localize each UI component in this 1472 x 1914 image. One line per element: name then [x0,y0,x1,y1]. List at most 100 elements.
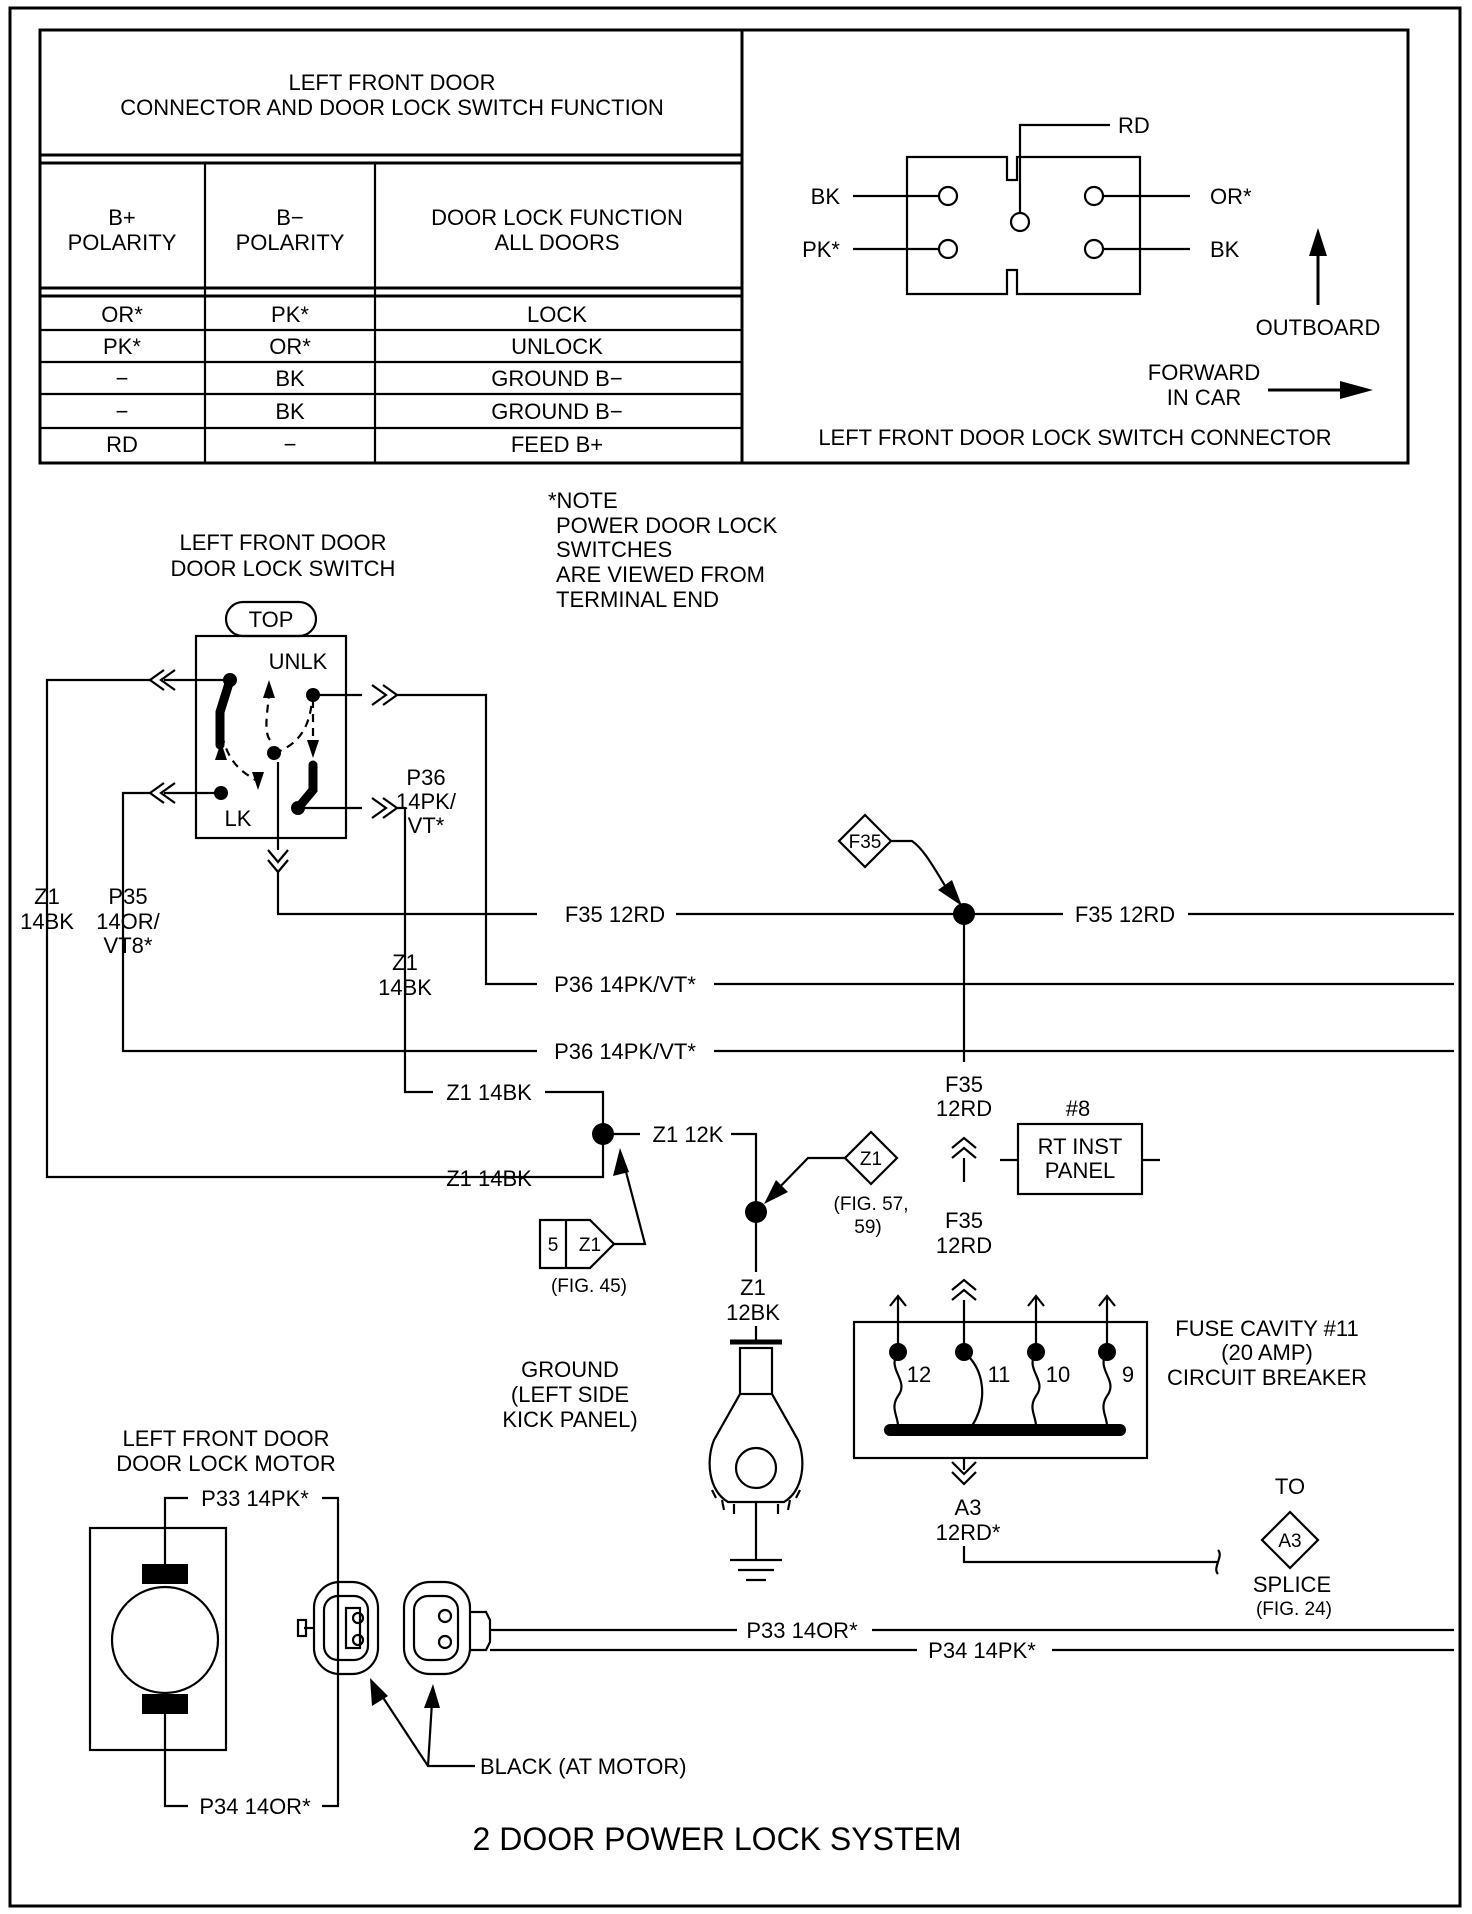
forward-label-line2: IN CAR [1167,385,1242,410]
z1-fig-line1: (FIG. 57, [834,1194,909,1215]
connector-caption: LEFT FRONT DOOR LOCK SWITCH CONNECTOR [818,425,1331,450]
z1-mid-line1: Z1 [392,950,418,975]
table-cell: OR* [269,334,311,359]
f35-v2-line1: F35 [945,1208,983,1233]
header-bminus-line2: POLARITY [236,230,345,255]
rt-inst-panel: #8 RT INST PANEL [1000,1096,1160,1196]
a3-output: A3 12RD* TO A3 SPLICE (FIG. 24) [936,1458,1332,1620]
page-title: 2 DOOR POWER LOCK SYSTEM [473,1821,962,1857]
p34-or-label: P34 14OR* [199,1794,311,1819]
fig24-label: (FIG. 24) [1256,1599,1332,1620]
f35-v2-line2: 12RD [936,1233,992,1258]
ref-z1: Z1 [579,1235,601,1256]
table-cell: OR* [101,302,143,327]
switch-connector: RD BK PK* OR* BK OUTBOARD FORWARD IN CAR… [802,113,1380,450]
f35-v1-line2: 12RD [936,1096,992,1121]
z1-ref-fig45: 5 Z1 (FIG. 45) [538,1148,647,1297]
ground-terminal: GROUND (LEFT SIDE KICK PANEL) [502,1326,804,1582]
splice-z1-b [745,1201,767,1223]
motor-connectors: P33 14OR* P34 14PK* BLACK (AT MOTOR) [296,1580,1454,1779]
header-function-line1: DOOR LOCK FUNCTION [431,205,683,230]
fuse-line3: CIRCUIT BREAKER [1167,1365,1367,1390]
header-bplus-line1: B+ [108,205,136,230]
table-cell: UNLOCK [511,334,603,359]
connector-f35-upper [951,1136,977,1159]
table-cell: BK [275,366,305,391]
splice-f35 [953,903,975,925]
p35-label-line1: P35 [108,884,147,909]
p36-wire-label-a: P36 14PK/VT* [554,972,696,997]
p35-label-line3: VT8* [104,933,153,958]
z1-diamond-label: Z1 [860,1149,882,1170]
fuse-cavity: 12 11 10 9 FUSE CAVITY #11 (20 AMP) CIRC… [852,1294,1367,1460]
fuse-line1: FUSE CAVITY #11 [1175,1316,1358,1341]
p36-label-line3: VT* [408,813,445,838]
pin-left-bottom [937,238,959,260]
page-border [8,6,1462,1908]
unlk-label: UNLK [269,649,328,674]
pin-label-pk: PK* [802,237,840,262]
fig45-label: (FIG. 45) [551,1276,627,1297]
ground-line3: KICK PANEL) [502,1407,637,1432]
table-title-line1: LEFT FRONT DOOR [289,70,496,95]
motor-title-line2: DOOR LOCK MOTOR [116,1451,336,1476]
black-label: BLACK (AT MOTOR) [480,1754,687,1779]
door-lock-motor: LEFT FRONT DOOR DOOR LOCK MOTOR P33 14PK… [88,1426,340,1819]
table-cell: GROUND B− [491,366,622,391]
splice-z1-a [592,1123,614,1145]
z1-mid-line2: 14BK [378,975,432,1000]
header-bplus-line2: POLARITY [68,230,177,255]
z1-ref-fig57: Z1 (FIG. 57, 59) [764,1130,909,1238]
lk-label: LK [225,806,252,831]
table-cell: RD [106,432,138,457]
note-block: *NOTE POWER DOOR LOCK SWITCHES ARE VIEWE… [548,488,778,612]
rt-panel-line2: PANEL [1045,1158,1116,1183]
table-cell: PK* [103,334,141,359]
a3-diamond-label: A3 [1278,1531,1301,1552]
note-line: POWER DOOR LOCK [556,513,778,538]
table-cell: − [284,432,297,457]
rt-panel-num: #8 [1066,1096,1090,1121]
pin-label-bk-left: BK [811,184,841,209]
motor-title-line1: LEFT FRONT DOOR [123,1426,330,1451]
header-bminus-line1: B− [276,205,304,230]
p35-label-line2: 14OR/ [96,909,160,934]
fuse-line2: (20 AMP) [1221,1340,1313,1365]
fuse-terminal: 10 [1046,1362,1070,1387]
note-line: ARE VIEWED FROM [556,562,765,587]
table-cell: LOCK [527,302,587,327]
table-cell: BK [275,399,305,424]
f35-v1-line1: F35 [945,1072,983,1097]
note-line: SWITCHES [556,537,672,562]
connector-f35-lower [951,1278,977,1301]
outboard-label: OUTBOARD [1256,315,1381,340]
top-label: TOP [249,607,294,632]
z1-fig-line2: 59) [854,1217,881,1238]
note-line: *NOTE [548,488,618,513]
p36-wire-label-b: P36 14PK/VT* [554,1039,696,1064]
function-table: LEFT FRONT DOOR CONNECTOR AND DOOR LOCK … [38,28,1410,465]
p34-pk-label: P34 14PK* [928,1638,1036,1663]
ref-5: 5 [548,1235,559,1256]
z1-left-line2: 14BK [20,909,74,934]
fuse-terminal: 12 [907,1362,931,1387]
p36-label-line2: 14PK/ [396,789,457,814]
f35-ref: F35 [837,813,962,906]
table-cell: − [116,366,129,391]
switch-title-line1: LEFT FRONT DOOR [180,530,387,555]
pin-right-top [1083,185,1105,207]
rt-panel-line1: RT INST [1038,1134,1123,1159]
motor-icon [110,1585,220,1695]
a3-label-line1: A3 [955,1495,982,1520]
a3-label-line2: 12RD* [936,1520,1001,1545]
table-cell: GROUND B− [491,399,622,424]
wire-labels: P36 14PK/ VT* Z1 14BK P35 14OR/ VT8* Z1 … [20,765,1175,1325]
table-cell: PK* [271,302,309,327]
switch-title-line2: DOOR LOCK SWITCH [171,556,396,581]
door-lock-switch: LEFT FRONT DOOR DOOR LOCK SWITCH TOP UNL… [171,530,396,840]
z1-left-line1: Z1 [34,884,60,909]
f35-diamond-label: F35 [849,832,882,853]
ground-line1: GROUND [521,1357,619,1382]
z1-wire-label-b: Z1 14BK [446,1166,532,1191]
